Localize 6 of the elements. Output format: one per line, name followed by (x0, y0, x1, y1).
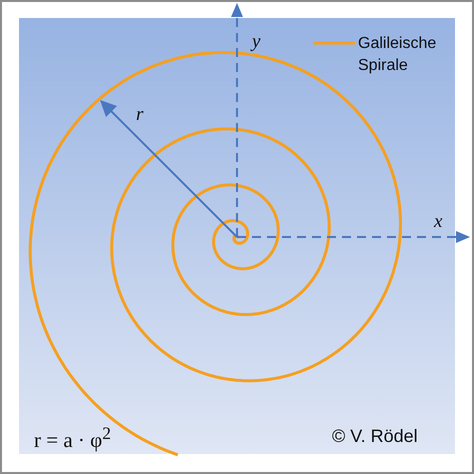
formula: r = a · φ$^{2}$ (34, 425, 112, 451)
axis-label: r (136, 105, 144, 124)
legend-label: Galileische Spirale (358, 34, 438, 76)
copyright-note: © V. Rödel (332, 427, 418, 445)
axis-label: y (252, 32, 260, 51)
axis-label: x (434, 212, 442, 231)
